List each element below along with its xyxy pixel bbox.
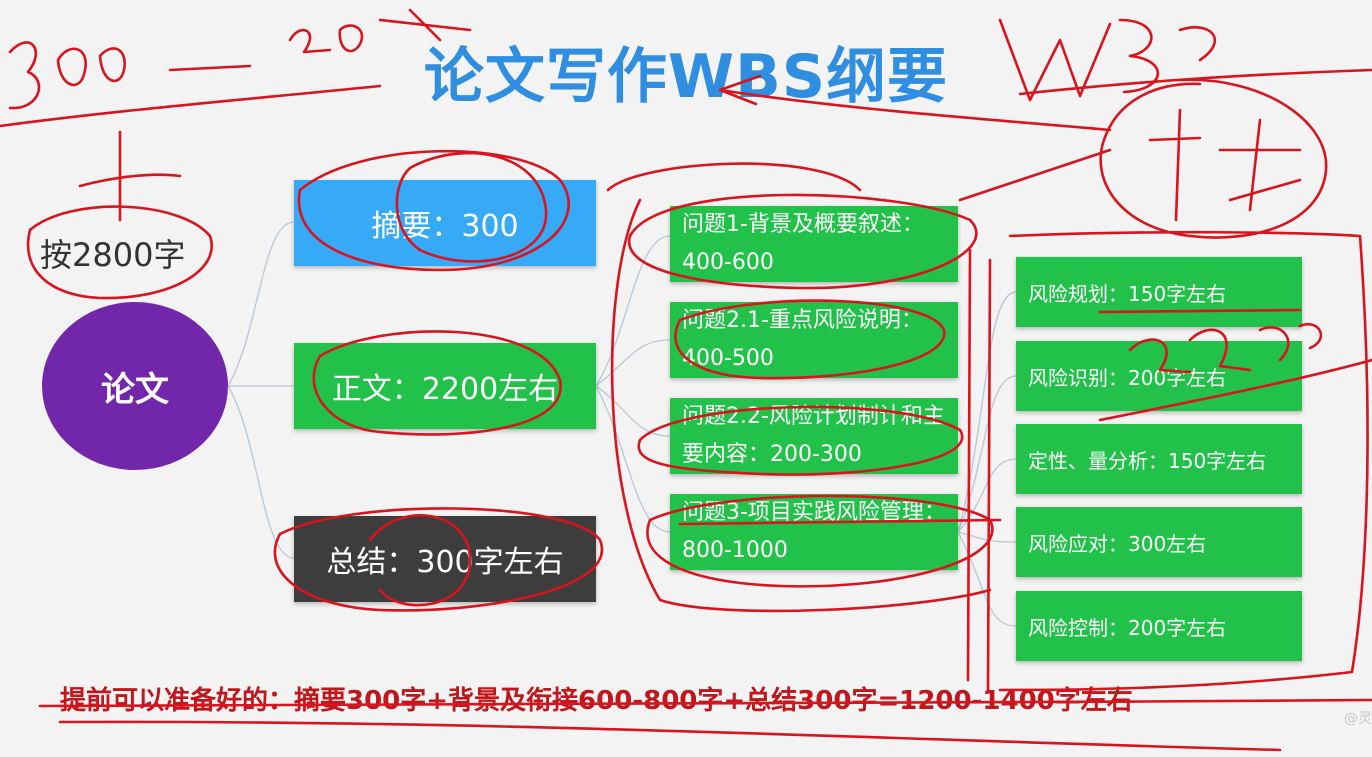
- ellipse-abstract: [297, 149, 570, 272]
- connector-body-q3: [595, 385, 671, 533]
- plus-signs: [1148, 108, 1302, 222]
- node-risk-identification: 风险识别：200字左右: [1016, 341, 1302, 411]
- bracket-questions: [606, 162, 992, 613]
- node-risk-response: 风险应对：300左右: [1016, 507, 1302, 577]
- connector-root-abstract: [227, 221, 295, 387]
- ellipse-q21: [674, 299, 946, 380]
- vertical-line-2: [986, 258, 992, 692]
- connector-root-summary: [227, 385, 295, 559]
- connector-q3-control: [957, 531, 1017, 627]
- ellipse-summary: [273, 507, 604, 612]
- arrow-title: [718, 74, 1112, 132]
- underline-top-left: [0, 84, 382, 128]
- connector-body-q22: [595, 385, 671, 437]
- node-risk-analysis: 定性、量分析：150字左右: [1016, 424, 1302, 494]
- node-risk-control: 风险控制：200字左右: [1016, 591, 1302, 661]
- scribble-plus-left: [78, 130, 182, 222]
- node-question-1: 问题1-背景及概要叙述：400-600: [670, 206, 958, 282]
- line-2200: [1098, 358, 1372, 422]
- connector-q3-response: [957, 531, 1017, 543]
- circle-top-right: [1099, 78, 1328, 239]
- underline-top-right: [1018, 68, 1372, 96]
- ellipse-q22: [637, 405, 964, 476]
- underline-risk-planning: [1098, 308, 1302, 314]
- ellipse-q3: [646, 494, 994, 588]
- page-title: 论文写作WBS纲要: [423, 42, 949, 112]
- ellipse-summary-2: [368, 514, 472, 607]
- connector-q3-identify: [957, 375, 1017, 533]
- scribble-2200: [1128, 323, 1323, 374]
- line-title-to-q1: [958, 148, 1112, 202]
- root-node-thesis: 论文: [42, 302, 228, 470]
- node-body: 正文：2200左右: [294, 343, 596, 429]
- scribble-top-right: [998, 18, 1216, 102]
- line-q3: [678, 518, 1002, 526]
- underline-footer: [38, 698, 1372, 708]
- vertical-line-1: [966, 248, 972, 682]
- connector-body-q1: [595, 235, 671, 387]
- scribble-top-left: [8, 8, 472, 110]
- node-risk-planning: 风险规划：150字左右: [1016, 257, 1302, 327]
- word-count-label: 按2800字: [40, 236, 186, 274]
- watermark: @灵: [1344, 711, 1372, 727]
- connector-body-q21: [595, 339, 671, 387]
- bracket-right: [998, 230, 1369, 692]
- node-question-3: 问题3-项目实践风险管理：800-1000: [670, 494, 958, 570]
- ellipse-q1: [627, 193, 978, 290]
- ellipse-body: [312, 330, 562, 436]
- node-question-2-1: 问题2.1-重点风险说明：400-500: [670, 302, 958, 378]
- node-summary: 总结：300字左右: [294, 516, 596, 602]
- underline-footer-2: [58, 720, 1282, 752]
- ellipse-2800: [26, 205, 213, 300]
- ellipse-abstract-2: [395, 151, 548, 263]
